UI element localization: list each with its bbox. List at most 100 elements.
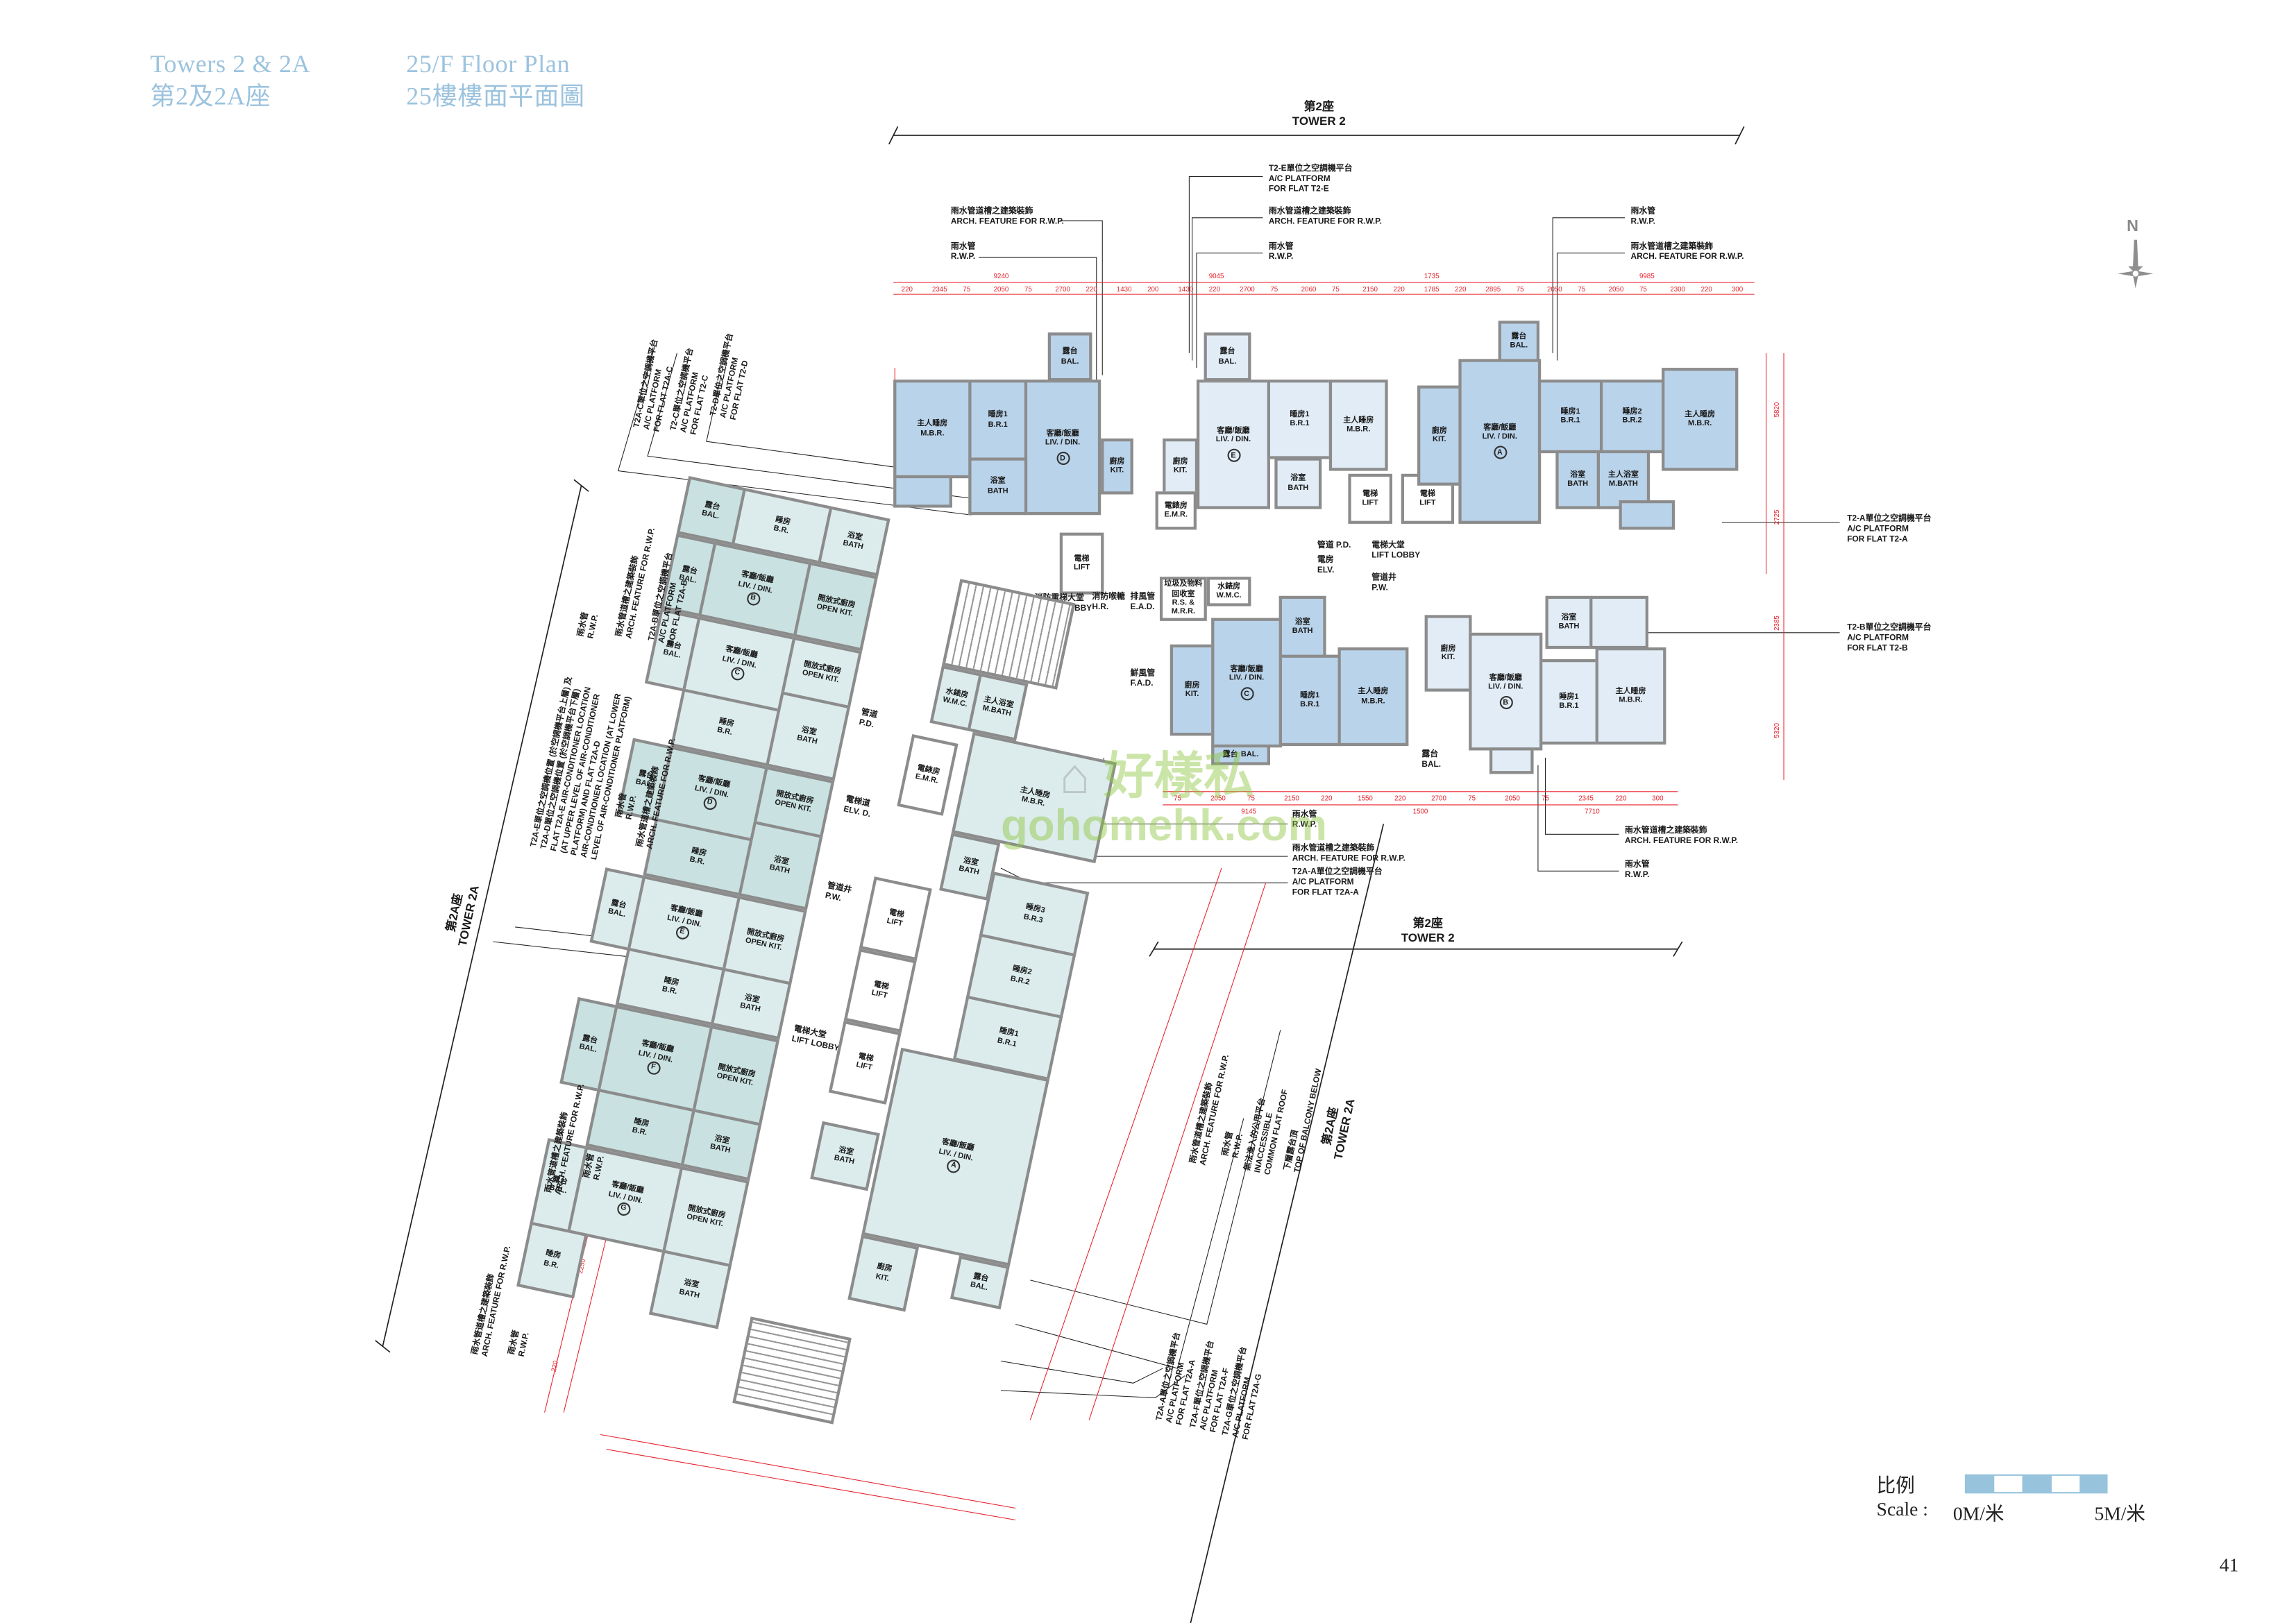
flat-a-ac-platform — [1619, 500, 1675, 530]
pipe-duct-label: 管道 P.D. — [1317, 541, 1351, 551]
scale-end: 5M/米 — [2094, 1502, 2145, 1524]
dimension-label: 75 — [1639, 285, 1647, 293]
flat-e-marker: E — [1226, 449, 1240, 463]
tower-title-zh: 第2及2A座 — [150, 82, 271, 111]
dimension-label: 75 — [1270, 285, 1278, 293]
dimension-label: 2345 — [931, 285, 947, 293]
dimension-label: 7710 — [1585, 808, 1600, 815]
dimension-label: 2050 — [993, 285, 1009, 293]
dimension-label: 2150 — [1284, 794, 1299, 802]
floor-title: 25/F Floor Plan 25樓樓面平面圖 — [406, 49, 584, 113]
dimension-label: 2895 — [1485, 285, 1501, 293]
flat-b-ac-platform — [1589, 595, 1648, 649]
dimension-label: 2050 — [1505, 794, 1520, 802]
flat-d-marker: D — [1056, 452, 1070, 466]
tower2-bottom-label: 第2座 TOWER 2 — [1401, 917, 1455, 946]
dimension-label: 220 — [1700, 285, 1712, 293]
dimension-label: 2700 — [1055, 285, 1070, 293]
dimension-label: 2385 — [1773, 615, 1780, 631]
dimension-label: 220 — [901, 285, 913, 293]
dimension-label: 220 — [1455, 285, 1467, 293]
dimension-label: 220 — [1615, 794, 1627, 802]
dimension-label: 220 — [1086, 285, 1097, 293]
dimension-label: 200 — [1147, 285, 1159, 293]
dimension-label: 9240 — [993, 272, 1009, 280]
dimension-label: 1500 — [1412, 808, 1428, 815]
tower-title-en: Towers 2 & 2A — [150, 50, 311, 78]
flat-b-balcony-area — [1489, 747, 1534, 774]
floor-title-en: 25/F Floor Plan — [406, 50, 571, 78]
dimension-label: 9145 — [1241, 808, 1256, 815]
dimension-label: 75 — [963, 285, 971, 293]
tower2-label-en: TOWER 2 — [1292, 114, 1346, 128]
north-label: N — [2127, 217, 2138, 236]
dimension-label: 2725 — [1773, 509, 1780, 525]
tower-title: Towers 2 & 2A 第2及2A座 — [150, 49, 310, 113]
dimension-label: 5320 — [1773, 722, 1780, 738]
scale-bar — [1964, 1474, 2108, 1494]
dimension-label: 1430 — [1178, 285, 1194, 293]
dimension-label: 300 — [1652, 794, 1664, 802]
dimension-label: 75 — [1024, 285, 1032, 293]
dimension-label: 9045 — [1208, 272, 1224, 280]
dimension-label: 2700 — [1240, 285, 1255, 293]
dimension-label: 220 — [1394, 794, 1406, 802]
scale-label-zh: 比例 — [1876, 1474, 1915, 1497]
scale-bar-gap — [2051, 1475, 2080, 1493]
dimension-label: 75 — [1331, 285, 1340, 293]
floor-title-zh: 25樓樓面平面圖 — [406, 82, 585, 111]
dimension-label: 1785 — [1424, 285, 1440, 293]
dimension-label: 2300 — [1670, 285, 1685, 293]
